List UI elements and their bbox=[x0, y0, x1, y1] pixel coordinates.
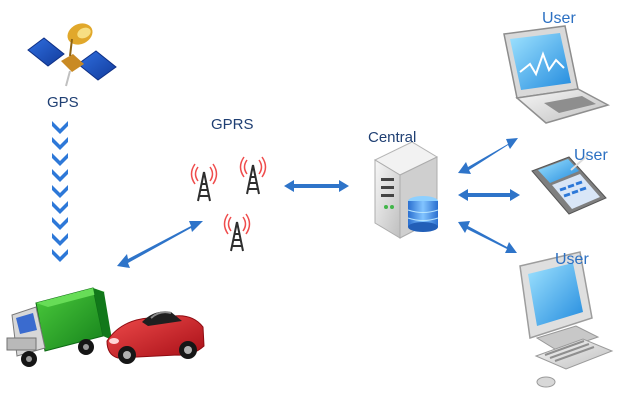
desktop-computer-icon bbox=[519, 251, 614, 388]
satellite-icon bbox=[27, 23, 117, 87]
gps-signal-chevrons bbox=[52, 121, 68, 262]
cell-tower-icon bbox=[190, 156, 267, 252]
central-label: Central bbox=[368, 129, 417, 146]
tablet-icon bbox=[531, 154, 607, 215]
laptop-icon bbox=[503, 25, 610, 124]
user-tablet-label: User bbox=[574, 147, 608, 164]
gprs-label: GPRS bbox=[211, 116, 254, 133]
server-database-icon bbox=[373, 141, 439, 239]
car-icon bbox=[106, 311, 205, 364]
truck-icon bbox=[6, 287, 112, 367]
user-desktop-label: User bbox=[555, 251, 589, 268]
gps-label: GPS bbox=[47, 94, 79, 111]
user-laptop-label: User bbox=[542, 10, 576, 27]
double-arrow-icon bbox=[117, 138, 520, 268]
